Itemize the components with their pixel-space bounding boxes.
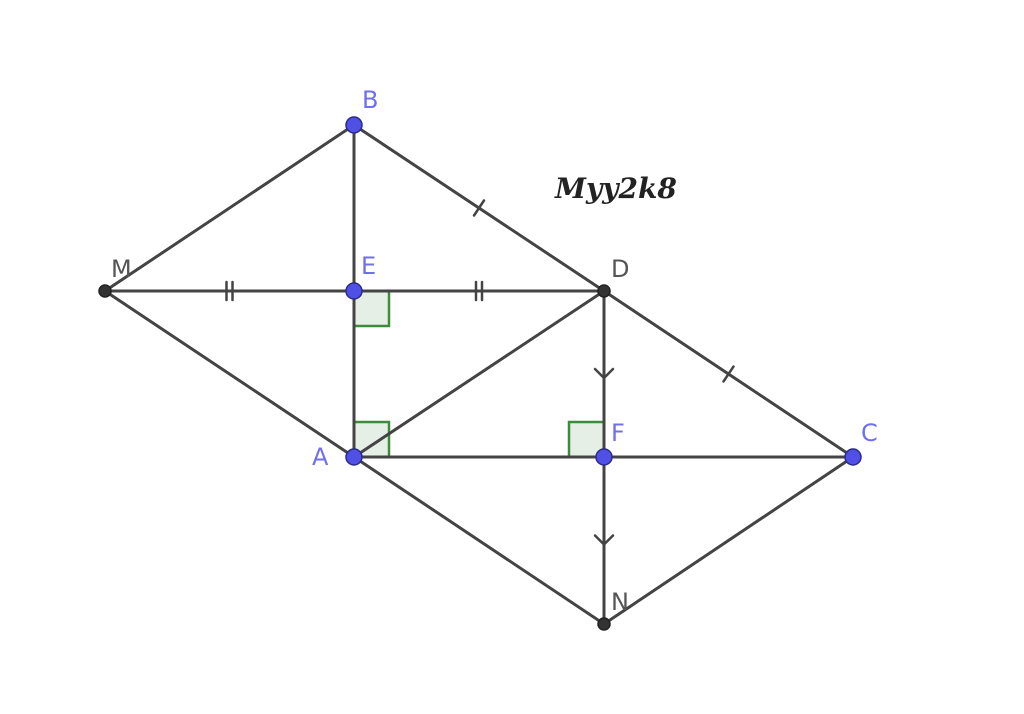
point-C[interactable]: [844, 448, 862, 466]
label-C: C: [861, 419, 878, 447]
points: [98, 116, 862, 631]
point-E[interactable]: [345, 282, 363, 300]
segment-CN: [602, 455, 855, 626]
tick-mark-BD: [472, 199, 486, 217]
arrow-DF: [593, 367, 615, 380]
segment-AD: [352, 289, 606, 459]
segments: [103, 123, 855, 626]
tick-mark-DC: [722, 365, 735, 383]
point-D[interactable]: [597, 284, 611, 298]
point-labels: B M E D A F C N: [111, 86, 878, 616]
point-B[interactable]: [345, 116, 363, 134]
label-E: E: [361, 252, 376, 280]
segment-MB: [103, 123, 356, 293]
point-N[interactable]: [597, 617, 611, 631]
segment-NA: [352, 455, 606, 626]
arrow-FN: [593, 534, 615, 546]
figure-title: Myy2k8: [554, 172, 677, 205]
point-A[interactable]: [345, 448, 363, 466]
label-B: B: [362, 86, 378, 114]
label-A: A: [312, 443, 329, 471]
label-N: N: [611, 588, 629, 616]
label-D: D: [611, 255, 629, 283]
segment-marks: [225, 199, 735, 546]
segment-AM: [103, 289, 356, 459]
point-F[interactable]: [595, 448, 613, 466]
point-M[interactable]: [98, 284, 112, 298]
label-M: M: [111, 255, 132, 283]
label-F: F: [611, 419, 625, 447]
